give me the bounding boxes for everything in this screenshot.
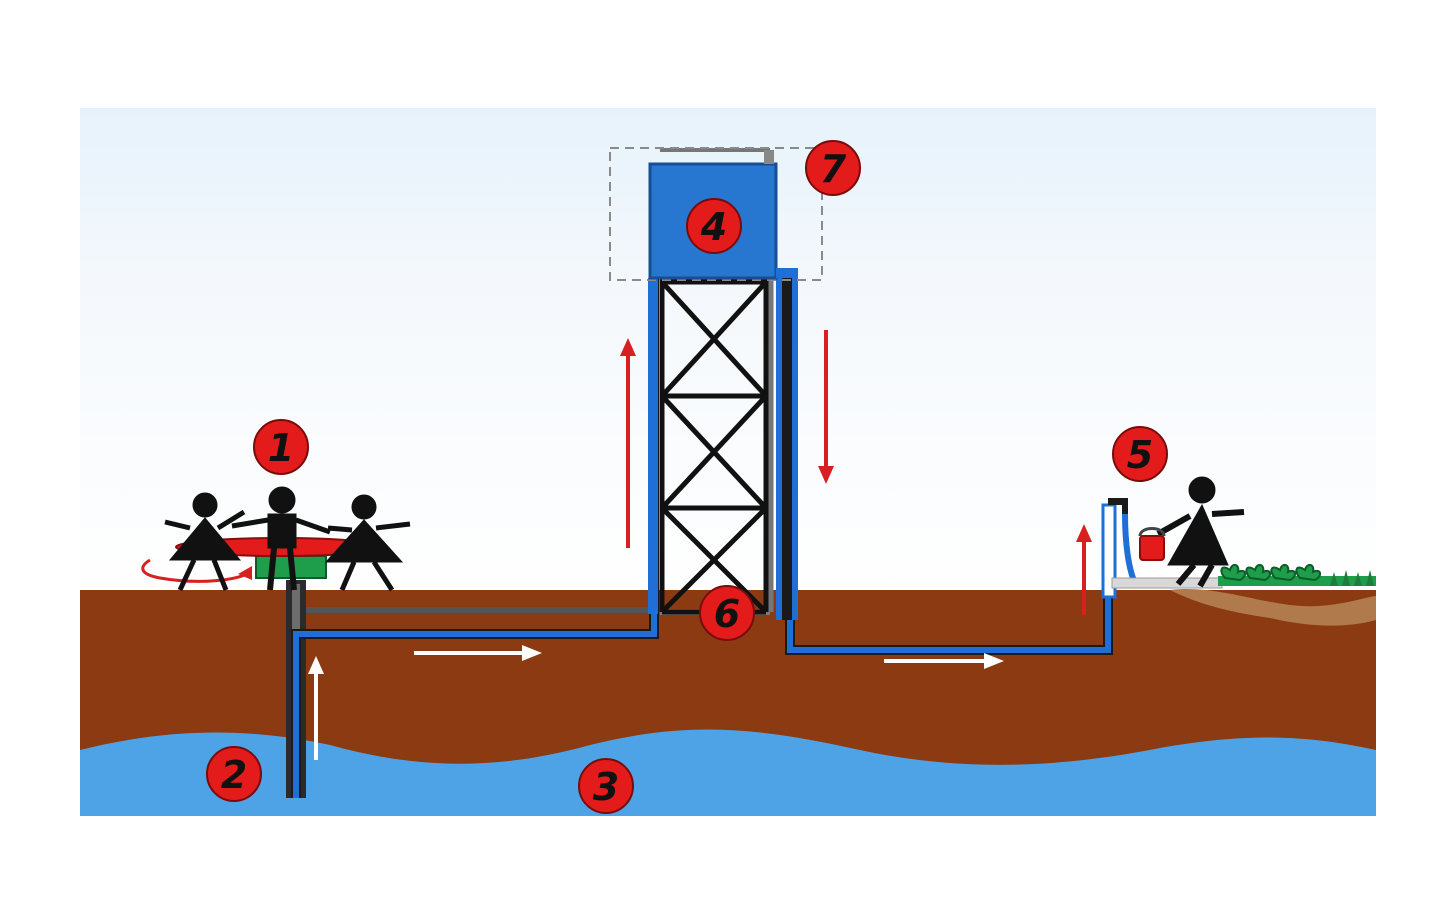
badge-tap: 5 — [1112, 426, 1168, 482]
badge-label: 2 — [221, 753, 247, 797]
badge-roundabout: 1 — [253, 419, 309, 475]
flow-arrow-down-tower — [818, 330, 834, 484]
badge-junction: 6 — [699, 585, 755, 641]
badge-label: 6 — [714, 592, 740, 636]
tower-frame — [659, 278, 769, 615]
flow-arrow-right-distribution — [884, 653, 1004, 669]
flow-arrow-up-tower — [620, 338, 636, 548]
flow-arrow-up-borehole — [308, 656, 324, 760]
groundwater-aquifer — [80, 729, 1376, 816]
woman-with-bucket-icon — [1138, 476, 1245, 588]
badge-aquifer: 3 — [578, 758, 634, 814]
badge-label: 3 — [593, 765, 619, 809]
badge-tank: 4 — [686, 198, 742, 254]
tower-leg-blue — [648, 278, 658, 614]
soil-mound — [1170, 588, 1376, 626]
children-figures-icon — [164, 486, 411, 592]
tap-stand — [1101, 498, 1223, 599]
tower-leg-dark — [782, 275, 792, 620]
badge-label: 1 — [268, 426, 294, 470]
tank-overflow-cap — [764, 150, 774, 164]
badge-borehole: 2 — [206, 746, 262, 802]
badge-label: 5 — [1127, 433, 1153, 477]
flow-arrow-up-tap — [1076, 524, 1092, 615]
badge-overflow: 7 — [805, 140, 861, 196]
tank-outlet-stub — [776, 268, 798, 278]
flow-arrow-right-supply — [414, 645, 542, 661]
badge-label: 4 — [700, 205, 727, 249]
plants-icon — [1218, 564, 1376, 586]
overflow-zone-outline — [609, 147, 823, 281]
badge-label: 7 — [820, 147, 847, 191]
